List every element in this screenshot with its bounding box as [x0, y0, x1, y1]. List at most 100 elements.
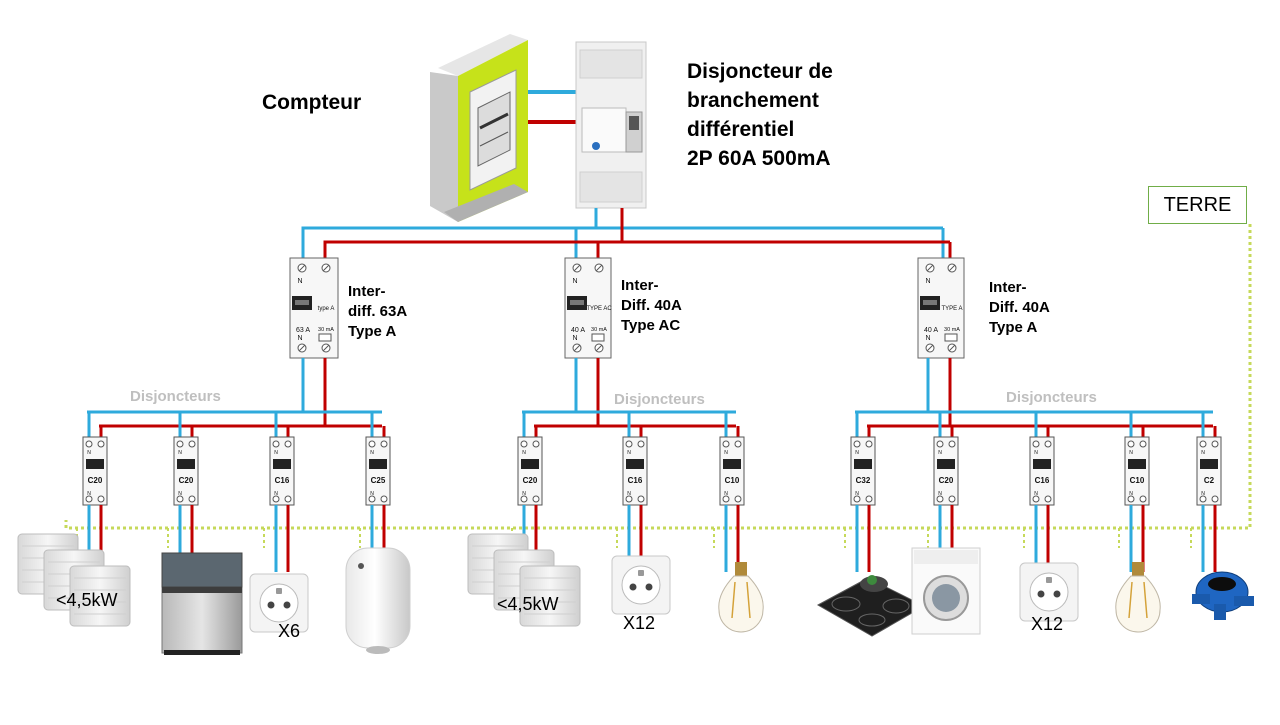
hob-food	[867, 575, 877, 585]
breaker-toggle	[626, 459, 644, 469]
breaker-screw	[380, 495, 388, 503]
bulb-glass	[718, 575, 764, 633]
breaker-body	[933, 436, 959, 506]
breaker-screw	[853, 440, 861, 448]
breaker-rating-text: C20	[88, 476, 103, 485]
breaker-screw	[948, 440, 956, 448]
socket-pin-hole	[1053, 590, 1061, 598]
breaker-screw	[1032, 495, 1040, 503]
breaker-body	[1029, 436, 1055, 506]
main-breaker-line-4: 2P 60A 500mA	[687, 147, 831, 170]
breaker-terminal-label: N	[178, 491, 182, 497]
rcd-rating-text: 40 A	[571, 327, 585, 334]
screw-slot	[926, 264, 934, 272]
neutral-feeder	[301, 208, 598, 260]
breaker-terminal-label: N	[724, 491, 728, 497]
screw-slot	[948, 264, 956, 272]
breaker-terminal-label: N	[87, 491, 91, 497]
socket-3-icon	[1019, 562, 1079, 622]
earth-conductor	[64, 224, 1252, 530]
rcd-2-line-3: Type AC	[621, 317, 681, 334]
bulb-filament	[1128, 581, 1148, 619]
breaker-screw	[722, 495, 730, 503]
breaker-toggle	[177, 459, 195, 469]
breaker-terminal-label: N	[724, 450, 728, 456]
rcd-toggle-lever	[570, 300, 584, 305]
rcd-sensitivity-text: 30 mA	[591, 327, 607, 333]
socket-2-icon	[611, 555, 671, 615]
breaker-toggle	[723, 459, 741, 469]
breaker-terminal-label: N	[938, 450, 942, 456]
breaker-rating-text: C25	[371, 476, 386, 485]
rcd-3-line-1: Inter-	[989, 279, 1027, 296]
rcd-toggle-lever	[295, 300, 309, 305]
bulb-filament	[731, 581, 751, 619]
appliance-layer	[17, 533, 1254, 655]
hob-ring	[882, 598, 910, 614]
socket-earth-pin	[638, 570, 644, 576]
breaker-screw	[97, 495, 105, 503]
junction-box-icon	[1192, 571, 1254, 620]
breaker-body	[365, 436, 391, 506]
breaker-rating-text: C16	[275, 476, 290, 485]
breaker-terminal-label: N	[87, 450, 91, 456]
meter-icon	[430, 34, 528, 222]
socket-face	[259, 583, 299, 623]
rcd-2-line-2: Diff. 40A	[621, 297, 682, 314]
breaker-rating-text: C16	[1035, 476, 1050, 485]
screw-slot	[573, 344, 581, 352]
breaker-screw	[1199, 495, 1207, 503]
phase-feeder	[323, 208, 624, 260]
breaker-toggle	[854, 459, 872, 469]
rcd-terminal-label: N	[572, 278, 577, 285]
breaker-screw	[1127, 440, 1135, 448]
breaker-screw	[1211, 495, 1219, 503]
breaker-screw	[380, 440, 388, 448]
breaker-rating-text: C10	[1130, 476, 1145, 485]
rcd-type-text: type A	[318, 306, 335, 312]
socket-pin-hole	[267, 601, 275, 609]
breaker-screw	[625, 495, 633, 503]
socket-pin-hole	[283, 601, 291, 609]
breaker-screw	[936, 440, 944, 448]
rcd-1-label: Inter- diff. 63A Type A	[348, 282, 407, 342]
breaker-terminal-label: N	[178, 450, 182, 456]
breaker-rating-text: C16	[628, 476, 643, 485]
screw-slot	[926, 344, 934, 352]
breaker-rating-text: C2	[1204, 476, 1215, 485]
socket-pin-hole	[645, 583, 653, 591]
junction-box-opening	[1208, 577, 1236, 591]
rcd-2-line-1: Inter-	[621, 277, 659, 294]
breaker-toggle	[937, 459, 955, 469]
breaker-screw	[1044, 440, 1052, 448]
socket-face	[621, 565, 661, 605]
breaker-body	[850, 436, 876, 506]
rcd-terminal-label: N	[297, 335, 302, 342]
water-heater-tank	[345, 547, 411, 649]
rcd-sensitivity-text: 30 mA	[944, 327, 960, 333]
breaker-screw	[853, 495, 861, 503]
breaker-screw	[865, 495, 873, 503]
breaker-screw	[97, 440, 105, 448]
load-6-text: X12	[623, 613, 656, 633]
breaker-terminal-label: N	[1129, 450, 1133, 456]
breaker-rating-text: C20	[523, 476, 538, 485]
washing-machine-drum	[932, 584, 960, 612]
breaker-screw	[865, 440, 873, 448]
breaker-toggle	[521, 459, 539, 469]
rcd-rating-text: 63 A	[296, 327, 310, 334]
breaker-toggle	[273, 459, 291, 469]
breaker-terminal-label: N	[1201, 450, 1205, 456]
breaker-screw	[1139, 495, 1147, 503]
breaker-screw	[520, 440, 528, 448]
junction-box-inlet	[1214, 604, 1226, 620]
